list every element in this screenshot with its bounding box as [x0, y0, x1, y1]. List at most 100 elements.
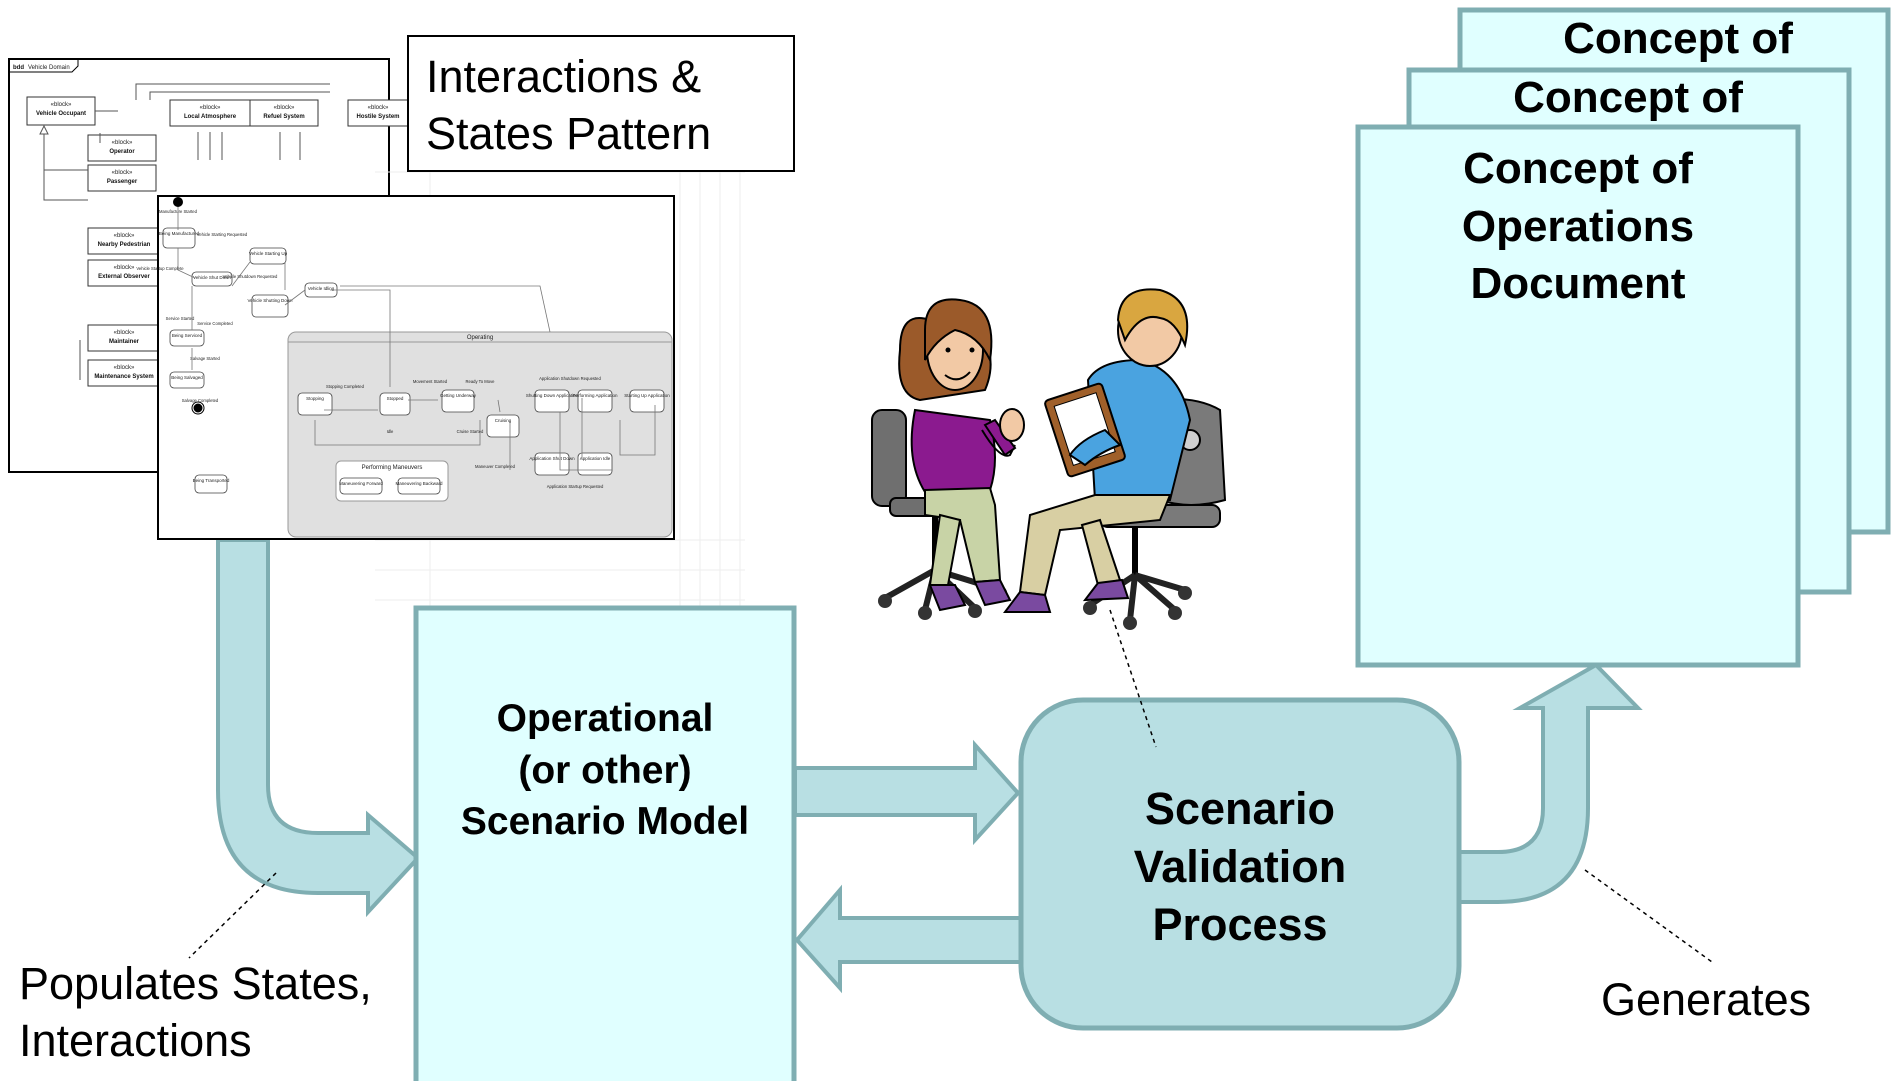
conops-doc-front-line1: Concept of	[1463, 144, 1693, 193]
populates-label-line1: Populates States,	[19, 958, 372, 1009]
initial-node	[173, 197, 183, 207]
man-figure	[1003, 288, 1192, 613]
validation-line1: Scenario	[1145, 783, 1335, 834]
bdd-block-name: Refuel System	[263, 114, 304, 120]
stm-state-name: Being Serviced	[172, 333, 203, 338]
stm-state-name: Application Shut Down	[529, 456, 575, 461]
conops-doc-stack: Concept of Concept of Concept of Operati…	[1355, 7, 1891, 668]
stm-transition-ready-to-move: Ready To Move	[465, 379, 495, 384]
populates-leader	[188, 872, 277, 959]
generates-leader	[1584, 869, 1713, 963]
stm-state-name: Vehicle Starting Up	[249, 251, 288, 256]
stm-transition-application-shutdown-requested: Application Shutdown Requested	[539, 376, 601, 381]
stm-state-vehicle-starting-up: Vehicle Starting Up	[249, 247, 288, 265]
back-to-model-arrow	[794, 884, 1027, 994]
interview-illustration	[871, 288, 1227, 630]
stm-state-application-shut-down: Application Shut Down	[529, 452, 575, 476]
bdd-block-name: Nearby Pedestrian	[98, 242, 151, 248]
bdd-connectors	[43, 83, 330, 380]
scenario-model-line3: Scenario Model	[461, 800, 749, 843]
bdd-block-name: External Observer	[98, 274, 150, 280]
stm-state-name: Maneuvering Forward	[339, 481, 383, 486]
bdd-blocks: «block»Vehicle Occupant«block»Local Atmo…	[26, 96, 409, 387]
bdd-block-maintainer: «block»Maintainer	[87, 324, 161, 352]
stm-state-name: Application Idle	[580, 456, 611, 461]
bdd-block-nearby-pedestrian: «block»Nearby Pedestrian	[87, 227, 161, 255]
stm-state-maneuvering-forward: Maneuvering Forward	[339, 477, 383, 495]
generates-label: Generates	[1601, 974, 1811, 1025]
to-validation-arrow	[793, 739, 1021, 846]
scenario-model-line2: (or other)	[518, 749, 691, 792]
stm-state-getting-underway: Getting Underway	[440, 389, 477, 413]
bdd-block-stereotype: «block»	[114, 365, 135, 371]
stm-state-name: Stopping	[306, 396, 324, 401]
operating-state-label: Operating	[467, 335, 493, 341]
stm-state-vehicle-shutting-down: Vehicle Shutting Down	[247, 294, 293, 318]
stm-state-name: Being Salvaged	[171, 375, 203, 380]
stm-state-name: Being Manufactured	[159, 231, 200, 236]
bdd-block-name: Hostile System	[356, 114, 399, 120]
stm-state-being-salvaged: Being Salvaged	[169, 371, 205, 389]
validation-line3: Process	[1152, 899, 1327, 950]
stm-state-being-transported: Being Transported	[193, 474, 230, 494]
scenario-model-box: Operational (or other) Scenario Model	[413, 605, 797, 1081]
stm-transition-salvage-started: Salvage Started	[190, 356, 220, 361]
people-leader	[1109, 609, 1157, 748]
stm-state-cruising: Cruising	[486, 414, 520, 438]
stm-state-being-serviced: Being Serviced	[169, 329, 205, 347]
validation-process: Scenario Validation Process	[1018, 697, 1462, 1031]
stm-diagram: Operating Performing Maneuvers Being Man…	[136, 195, 675, 540]
bdd-block-stereotype: «block»	[112, 140, 133, 146]
stm-state-name: Performing Application	[572, 393, 618, 398]
conops-doc-front-line3: Document	[1470, 259, 1685, 308]
stm-transition-cruise-started: Cruise Started	[457, 429, 484, 434]
stm-state-name: Cruising	[495, 418, 512, 423]
conops-doc-middle-title: Concept of	[1513, 73, 1743, 122]
stm-state-name: Vehicle Shutting Down	[247, 298, 293, 303]
bdd-block-stereotype: «block»	[200, 105, 221, 111]
performing-maneuvers-label: Performing Maneuvers	[362, 465, 423, 471]
stm-state-stopping: Stopping	[297, 392, 333, 416]
bdd-block-operator: «block» Operator	[87, 134, 157, 162]
stm-state-vehicle-shut-down: Vehicle Shut Down	[191, 271, 233, 287]
bdd-block-refuel-system: «block» Refuel System	[249, 99, 319, 127]
stm-transition-vehicle-starting-requested: Vehicle Starting Requested	[197, 232, 248, 237]
final-node	[193, 403, 203, 413]
generate-arrow	[1450, 708, 1545, 850]
bdd-block-external-observer: «block»External Observer	[87, 259, 161, 287]
stm-transition-salvage-completed: Salvage Completed	[182, 398, 219, 403]
generate-arrow-shape	[1450, 708, 1543, 850]
stm-state-starting-up-application: Starting Up Application	[624, 389, 670, 413]
bdd-block-vehicle-occupant: «block»Vehicle Occupant	[26, 96, 96, 126]
bdd-block-name: Operator	[109, 149, 135, 155]
stm-state-performing-application: Performing Application	[572, 389, 618, 413]
bdd-block-name: Maintenance System	[94, 374, 153, 380]
bdd-block-stereotype: «block»	[112, 170, 133, 176]
populate-arrow	[216, 538, 421, 918]
bdd-block-name: Maintainer	[109, 339, 140, 345]
stm-state-name: Starting Up Application	[624, 393, 670, 398]
pattern-title-line2: States Pattern	[426, 108, 711, 159]
stm-transition-vehicle-startup-complete: Vehicle Startup Complete	[136, 266, 184, 271]
stm-state-name: Stopped	[387, 396, 404, 401]
stm-state-stopped: Stopped	[379, 392, 411, 416]
generate-up-arrow	[1448, 662, 1643, 904]
stm-state-name: Being Transported	[193, 478, 230, 483]
stm-state-application-idle: Application Idle	[577, 452, 613, 476]
stm-state-maneuvering-backward: Maneuvering Backward	[395, 477, 443, 495]
bdd-block-stereotype: «block»	[368, 105, 389, 111]
bdd-block-stereotype: «block»	[274, 105, 295, 111]
stm-state-name: Vehicle Shut Down	[193, 275, 231, 280]
bdd-block-name: Vehicle Occupant	[36, 111, 86, 117]
stm-transition-movement-started: Movement Started	[413, 379, 448, 384]
stm-transition-service-completed: Service Completed	[197, 321, 233, 326]
validation-line2: Validation	[1134, 841, 1347, 892]
stm-state-being-manufactured: Being Manufactured	[159, 227, 200, 249]
bdd-frame-name: Vehicle Domain	[28, 65, 70, 71]
pattern-title-line1: Interactions &	[426, 51, 701, 102]
stm-state-shutting-down-application: Shutting Down Application	[526, 389, 579, 413]
stm-transition-application-startup-requested: Application Startup Requested	[547, 484, 604, 489]
